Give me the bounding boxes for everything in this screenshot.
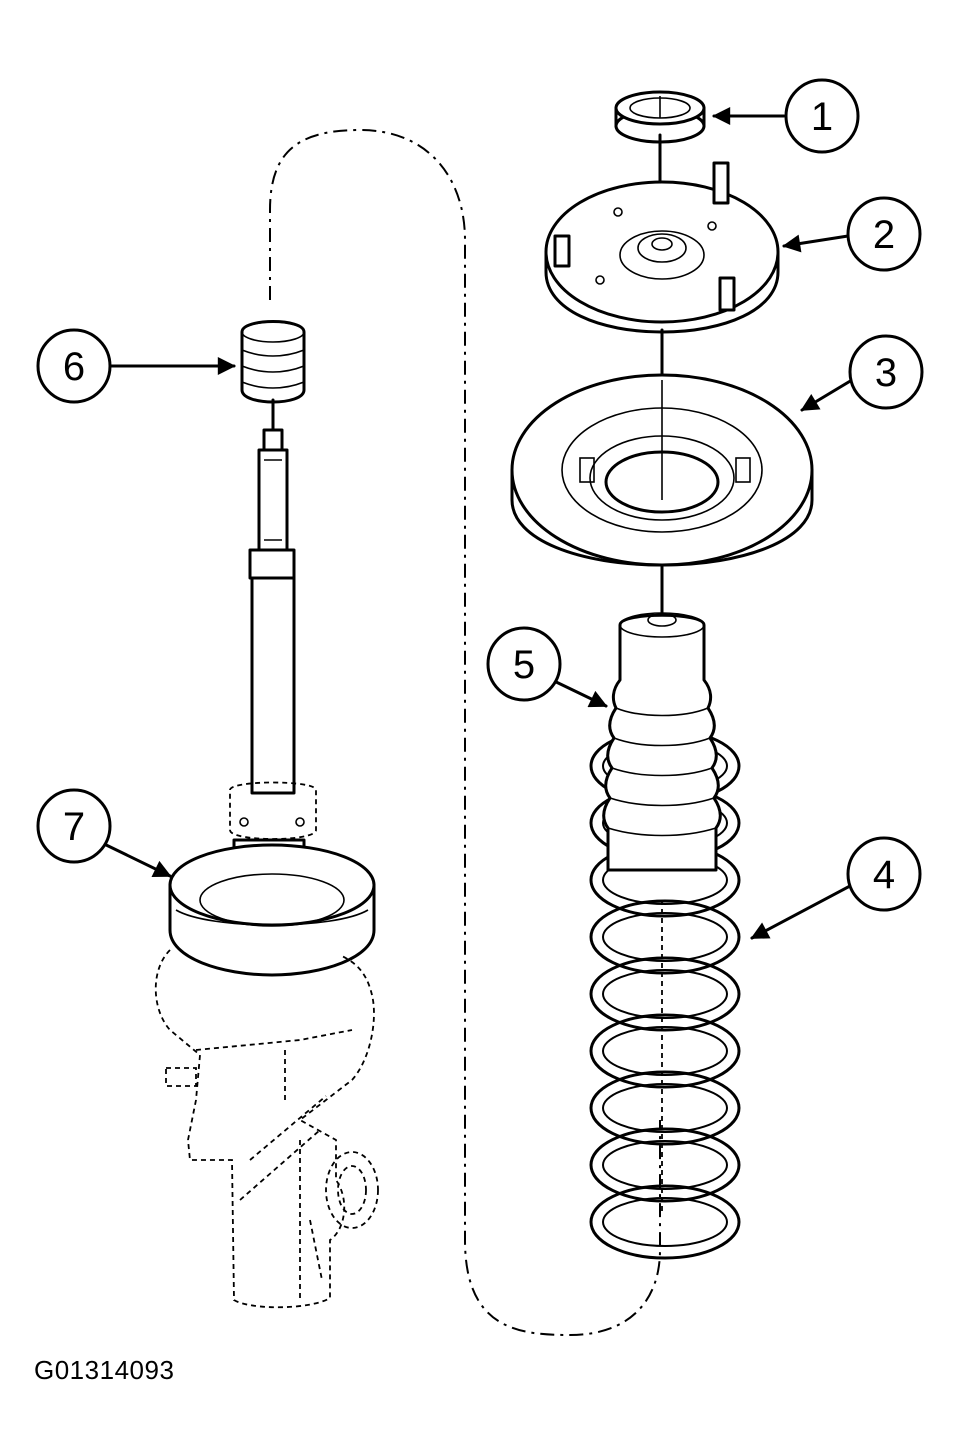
callout-label-5: 5 <box>513 643 535 687</box>
assembly-path-line <box>269 128 661 1337</box>
spring-lower-seat-icon <box>168 843 376 977</box>
callout-2: 2 <box>846 196 922 272</box>
spring-coil-inner-edge <box>602 912 728 962</box>
leader-arrow-3 <box>800 378 854 412</box>
callout-label-7: 7 <box>63 805 85 849</box>
callout-7: 7 <box>36 788 112 864</box>
spring-coil-inner-edge <box>602 1026 728 1076</box>
callout-6: 6 <box>36 328 112 404</box>
spring-coil-inner-edge <box>602 969 728 1019</box>
callout-label-4: 4 <box>873 853 895 897</box>
dust-cap-icon <box>614 90 706 144</box>
leader-arrow-4 <box>750 884 852 940</box>
spring-coil-turn <box>589 956 741 1032</box>
spring-coil-turn <box>589 1013 741 1089</box>
upper-mount-icon <box>544 161 780 334</box>
callout-label-1: 1 <box>811 95 833 139</box>
spring-coil-inner-edge <box>602 1140 728 1190</box>
spring-coil-inner-edge <box>602 1083 728 1133</box>
callout-label-6: 6 <box>63 345 85 389</box>
callout-5: 5 <box>486 626 562 702</box>
spring-coil-turn <box>589 899 741 975</box>
spring-upper-seat-icon <box>510 373 814 567</box>
jounce-bumper-icon <box>602 612 722 872</box>
callout-label-2: 2 <box>873 213 895 257</box>
leader-arrow-2 <box>782 234 850 253</box>
callout-1: 1 <box>784 78 860 154</box>
leader-arrow-5 <box>550 678 608 708</box>
strut-assembly-icon <box>154 398 379 1309</box>
figure-id: G01314093 <box>34 1355 175 1385</box>
spring-coil-inner-edge <box>602 1197 728 1247</box>
callout-3: 3 <box>848 334 924 410</box>
spring-coil-turn <box>589 1184 741 1260</box>
bump-stop-icon <box>240 320 306 404</box>
spring-coil-turn <box>589 1070 741 1146</box>
leader-arrow-7 <box>98 840 172 878</box>
callout-4: 4 <box>846 836 922 912</box>
spring-coil-turn <box>589 1127 741 1203</box>
callout-label-3: 3 <box>875 351 897 395</box>
